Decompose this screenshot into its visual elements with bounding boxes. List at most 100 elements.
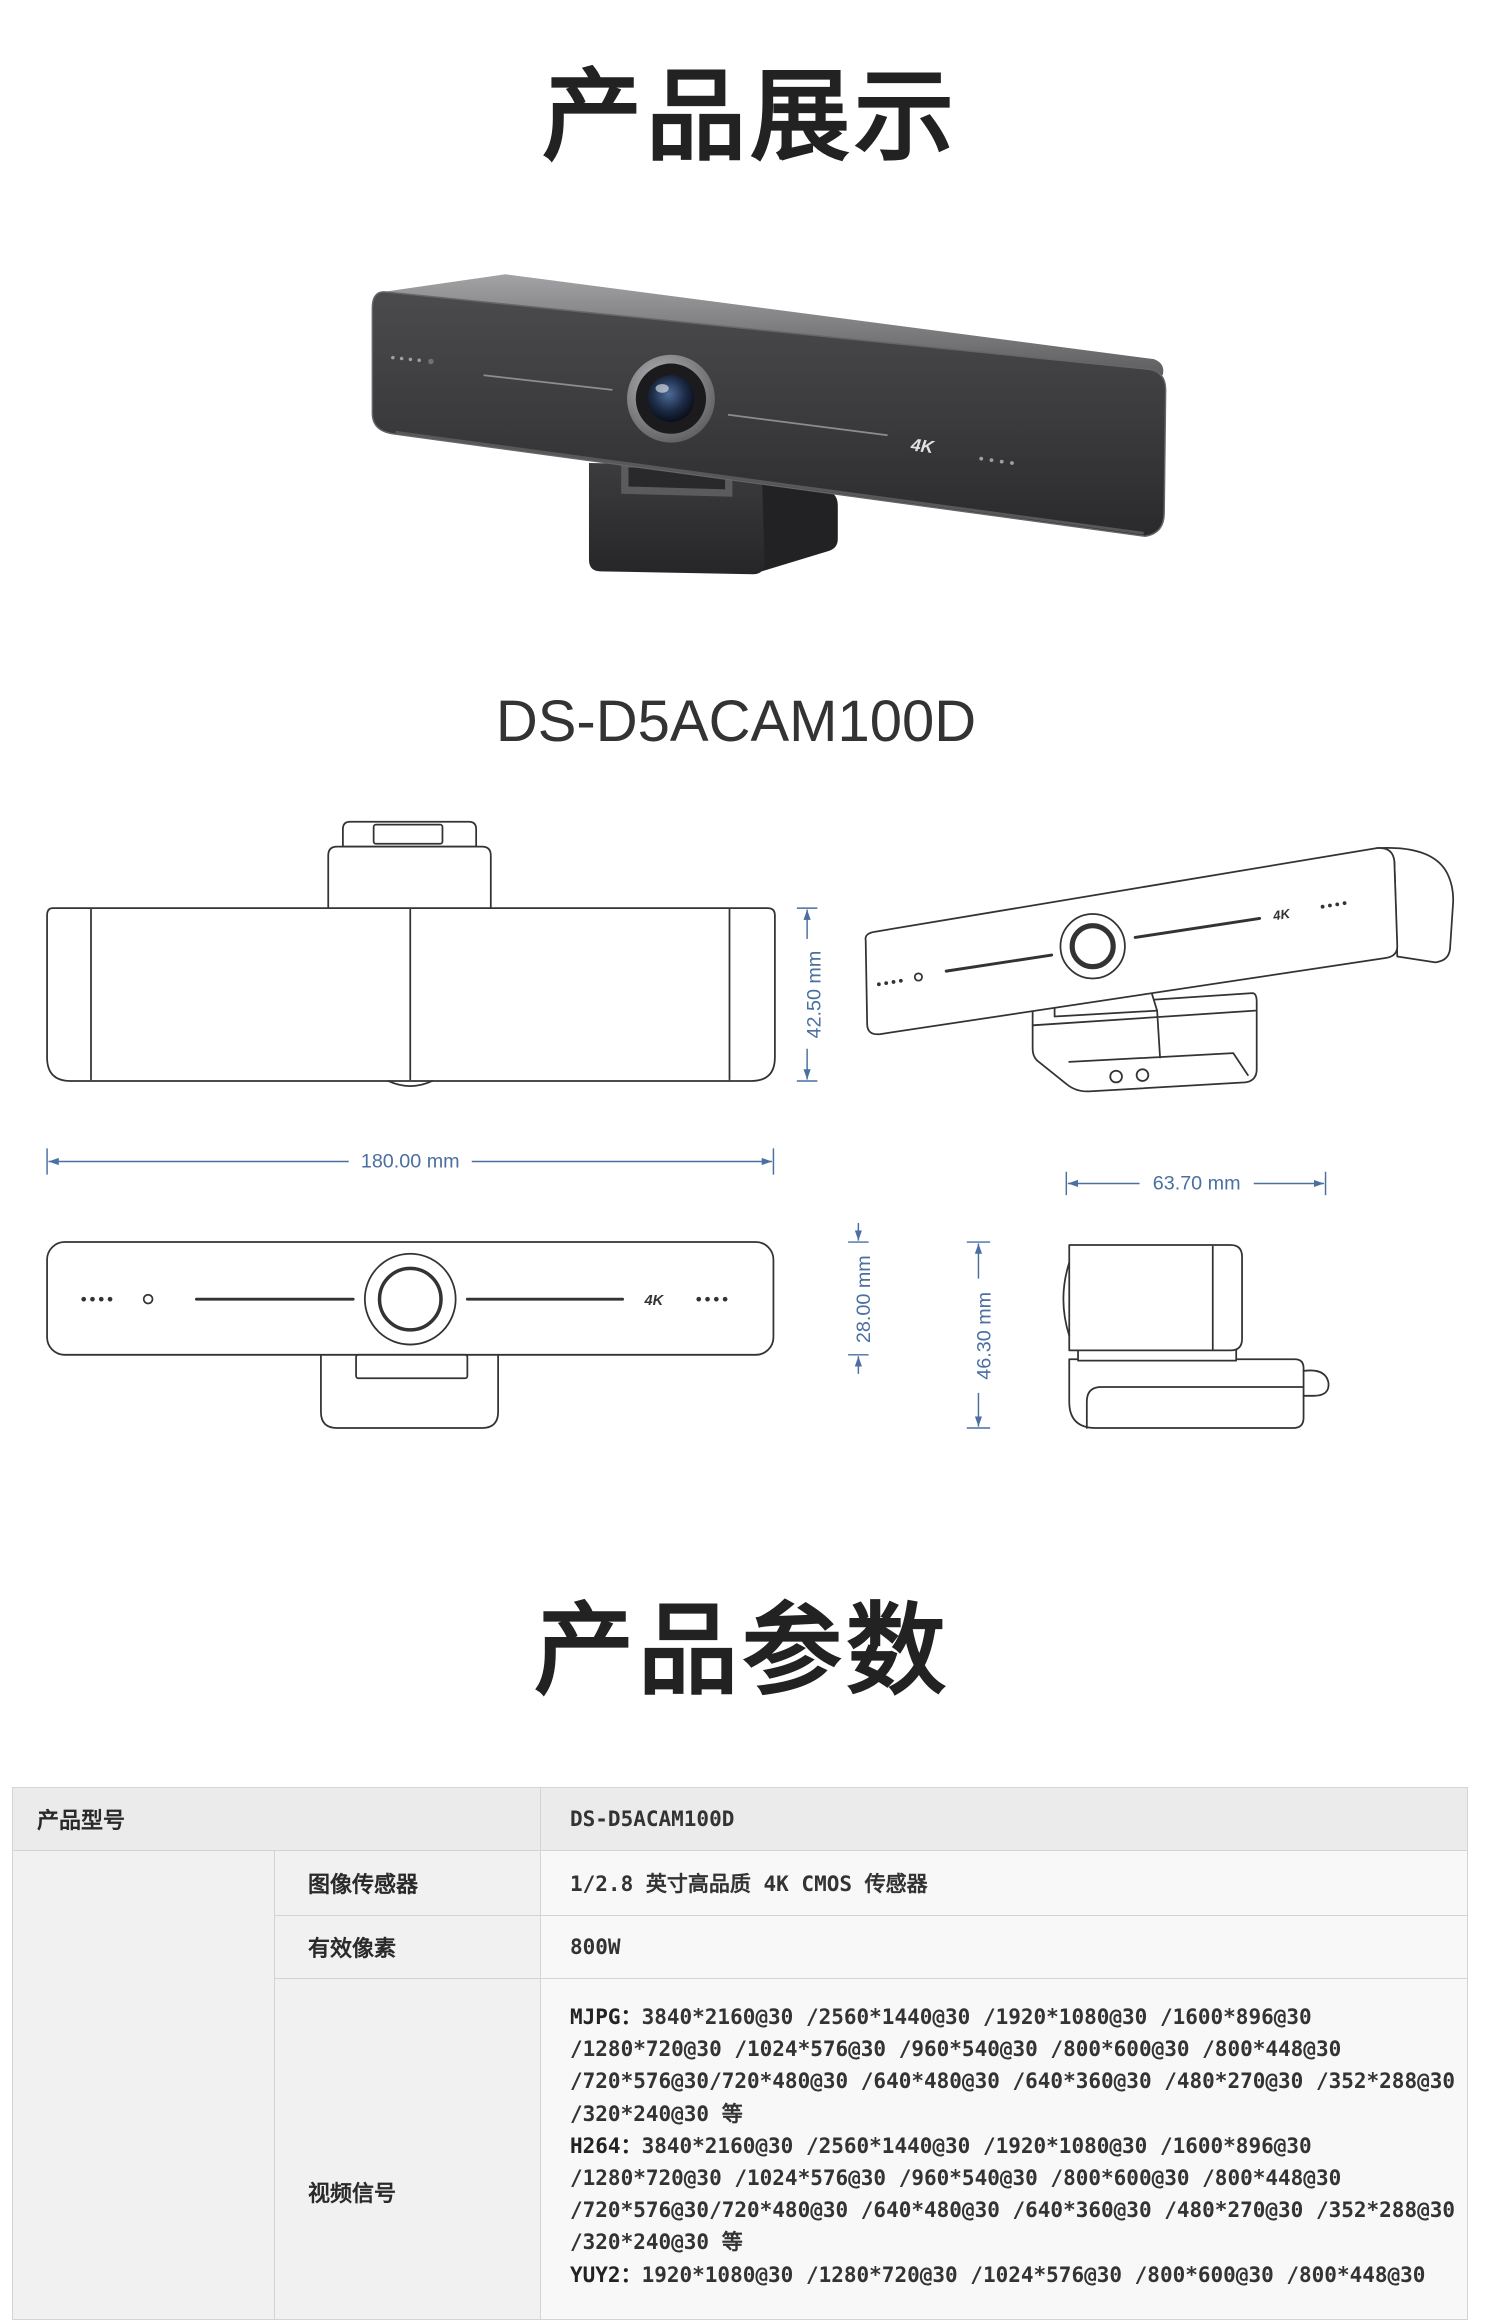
dimension-label-depth: 63.70 mm <box>1153 1172 1241 1194</box>
indicator-dot <box>999 459 1004 464</box>
side-view-mount-edge <box>1085 1386 1305 1429</box>
dimension-label-front-height: 42.50 mm <box>803 951 825 1039</box>
indicator-dot <box>696 1296 702 1302</box>
spec-label-image-sensor: 图像传感器 <box>275 1851 541 1916</box>
iso-4k-logo: 4K <box>1271 906 1292 924</box>
indicator-dot <box>90 1296 95 1302</box>
dimension-ticks <box>966 1241 991 1429</box>
camera-front-line-right <box>727 413 888 437</box>
indicator-dot <box>399 356 404 361</box>
lens-highlight <box>655 384 669 393</box>
drawing-isometric-view <box>864 846 1455 1093</box>
camera-front-face <box>371 291 1167 537</box>
indicator-dot <box>891 980 896 984</box>
iso-mount-hole <box>1109 1069 1123 1084</box>
dimension-label-total-height: 46.30 mm <box>973 1292 995 1380</box>
video-line: /320*240@30 等 <box>570 2098 1467 2130</box>
indicator-dot <box>107 1296 113 1302</box>
video-line: H264：3840*2160@30 /2560*1440@30 /1920*10… <box>570 2130 1467 2162</box>
format-text: 3840*2160@30 /2560*1440@30 /1920*1080@30… <box>641 2005 1312 2029</box>
dimension-length: 180.00 mm <box>46 1148 775 1175</box>
camera-indicator-dots-left <box>391 355 434 365</box>
video-line: /1280*720@30 /1024*576@30 /960*540@30 /8… <box>570 2033 1467 2065</box>
side-view-clip <box>1302 1369 1330 1397</box>
model-value: DS-D5ACAM100D <box>541 1788 1467 1851</box>
top-view-stand <box>327 845 492 911</box>
drawing-top-view <box>46 820 776 1087</box>
indicator-dot <box>1335 902 1340 907</box>
indicator-dot <box>1328 903 1332 908</box>
camera-stand-back <box>739 465 838 572</box>
iso-body-front <box>864 847 1399 1036</box>
front-view-lens-inner <box>377 1266 443 1332</box>
camera-bottom-bevel <box>395 430 1144 535</box>
video-line: /720*576@30/720*480@30 /640*480@30 /640*… <box>570 2065 1467 2097</box>
indicator-dot <box>989 458 994 463</box>
top-view-lens-bump <box>387 1080 434 1087</box>
drawing-side-view <box>1062 1244 1330 1429</box>
camera-indicator-dots-right <box>979 456 1014 465</box>
indicator-dot <box>417 358 421 363</box>
video-line: /1280*720@30 /1024*576@30 /960*540@30 /8… <box>570 2162 1467 2194</box>
spec-label-video-signal: 视频信号 <box>275 1979 541 2319</box>
format-text: /320*240@30 等 <box>570 2230 743 2255</box>
spec-value-effective-pixels: 800W <box>541 1916 1467 1979</box>
indicator-dot <box>391 355 395 360</box>
side-view-body <box>1068 1244 1243 1352</box>
camera-body: 4K <box>371 274 1167 537</box>
iso-lens-inner <box>1069 923 1116 970</box>
indicator-dot <box>98 1296 104 1302</box>
camera-lens <box>627 354 715 443</box>
dimension-label-body-height: 28.00 mm <box>853 1255 875 1343</box>
top-view-edges <box>90 908 731 1081</box>
spec-label-effective-pixels: 有效像素 <box>275 1916 541 1979</box>
camera-front-line-left <box>483 374 613 391</box>
format-name-mjpg: MJPG： <box>570 2005 642 2029</box>
indicator-dot <box>979 456 984 461</box>
video-line: /720*576@30/720*480@30 /640*480@30 /640*… <box>570 2194 1467 2226</box>
front-view-indicator-light <box>142 1293 154 1305</box>
video-line: /320*240@30 等 <box>570 2226 1467 2258</box>
dimension-drawings: 42.50 mm 180.00 mm <box>46 820 1455 1429</box>
format-text: 1920*1080@30 /1280*720@30 /1024*576@30 /… <box>641 2262 1426 2287</box>
iso-indicator-light <box>913 972 923 982</box>
indicator-dot <box>81 1296 87 1302</box>
front-view-indicator-dots <box>81 1296 728 1302</box>
indicator-dot <box>722 1296 728 1302</box>
format-text: /720*576@30/720*480@30 /640*480@30 /640*… <box>570 2069 1456 2094</box>
video-line: MJPG：3840*2160@30 /2560*1440@30 /1920*10… <box>570 2001 1467 2033</box>
camera-stand <box>588 460 838 575</box>
spec-value-image-sensor: 1/2.8 英寸高品质 4K CMOS 传感器 <box>541 1851 1467 1916</box>
dimension-front-height: 42.50 mm <box>796 907 825 1082</box>
format-name-yuy2: YUY2： <box>570 2262 642 2287</box>
top-view-stand-button <box>372 823 444 845</box>
iso-mount-hole <box>1135 1068 1150 1082</box>
indicator-dot <box>705 1296 710 1302</box>
dimension-body-height: 28.00 mm <box>848 1223 875 1374</box>
indicator-dot <box>1342 901 1347 906</box>
format-text: 3840*2160@30 /2560*1440@30 /1920*1080@30… <box>641 2133 1312 2158</box>
camera-top-face <box>384 274 1164 376</box>
dimension-label-length: 180.00 mm <box>361 1151 460 1173</box>
indicator-light <box>428 358 434 365</box>
iso-stand <box>1031 992 1258 1093</box>
product-photo: 4K <box>371 274 1167 575</box>
showcase-title: 产品展示 <box>542 61 958 173</box>
iso-stand-edges <box>1031 1009 1257 1076</box>
lens-glass <box>647 375 695 423</box>
indicator-dot <box>1320 904 1325 909</box>
indicator-dot <box>876 982 881 987</box>
spec-table: 产品型号 DS-D5ACAM100D 图像传感器 1/2.8 英寸高品质 4K … <box>12 1787 1468 2320</box>
front-view-4k-logo: 4K <box>644 1293 665 1309</box>
dimension-ticks <box>1065 1171 1327 1196</box>
spec-value-video-signal: MJPG：3840*2160@30 /2560*1440@30 /1920*10… <box>541 1979 1467 2319</box>
indicator-dot <box>713 1296 719 1302</box>
side-view-body-edges <box>1062 1245 1214 1350</box>
model-caption: DS-D5ACAM100D <box>495 689 977 754</box>
iso-indicator-dots <box>876 901 1347 987</box>
indicator-dot <box>408 357 413 362</box>
indicator-dot <box>1010 461 1014 465</box>
indicator-dot <box>884 981 889 986</box>
format-text: /1280*720@30 /1024*576@30 /960*540@30 /8… <box>570 2165 1342 2190</box>
